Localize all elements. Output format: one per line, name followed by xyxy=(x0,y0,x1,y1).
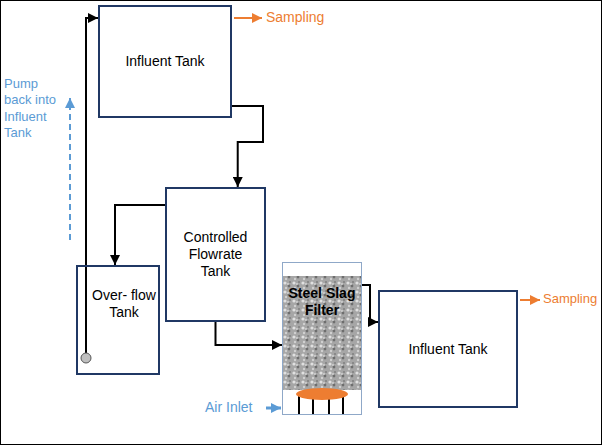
tank-box: Influent Tank xyxy=(98,5,232,118)
pump-pipe xyxy=(85,265,87,353)
filter-column: Steel Slag Filter xyxy=(282,262,362,415)
tank-label: Over- flow Tank xyxy=(91,287,157,321)
tank-label: Influent Tank xyxy=(105,53,225,70)
sampling-label: Sampling xyxy=(543,291,597,307)
flow-arrow xyxy=(362,285,378,322)
tank-box: Controlled Flowrate Tank xyxy=(165,187,266,322)
pump-symbol xyxy=(81,353,91,363)
flow-arrow xyxy=(216,322,283,345)
sampling-arrow xyxy=(520,299,540,301)
pump-arrow xyxy=(69,98,71,240)
tank-box: Over- flow Tank xyxy=(76,265,160,375)
tank-label: Influent Tank xyxy=(388,341,508,358)
air-inlet-label: Air Inlet xyxy=(205,399,252,417)
tank-label: Controlled Flowrate Tank xyxy=(176,229,256,279)
sampling-label: Sampling xyxy=(266,9,324,27)
pump-label: Pump back into Influent Tank xyxy=(4,76,66,141)
flow-arrow xyxy=(86,18,98,265)
filter-label: Steel Slag Filter xyxy=(285,285,359,319)
flow-arrow xyxy=(115,205,165,265)
flow-arrow xyxy=(232,106,263,187)
air-arrow xyxy=(266,407,281,410)
sampling-arrow xyxy=(234,17,262,19)
tank-box: Influent Tank xyxy=(378,290,518,408)
